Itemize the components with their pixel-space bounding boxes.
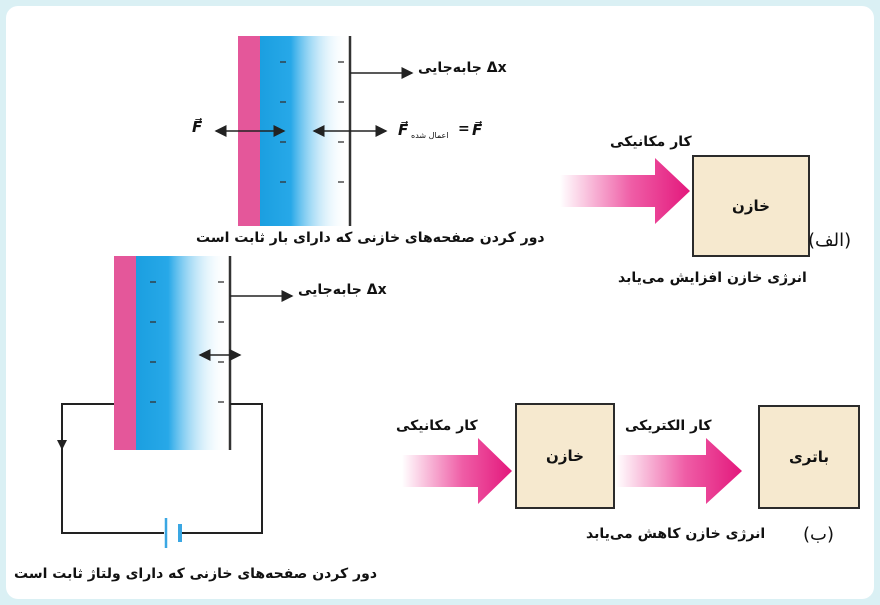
alef-panel-label: (الف) [808, 230, 852, 251]
top-force-label: F⃗ [192, 118, 203, 136]
bottom-capacitor [57, 256, 294, 548]
bottom-dielectric [136, 256, 228, 450]
top-force-result-symbol: F⃗ [472, 121, 483, 139]
be-electric-work-arrow [616, 438, 742, 504]
top-plate-charges [280, 61, 344, 183]
alef-mechanical-work-arrow [560, 158, 690, 224]
bottom-left-plate [114, 256, 136, 450]
top-capacitor [214, 36, 414, 226]
bottom-plate-charges [150, 281, 224, 403]
be-arrow2-label: کار الکتریکی [625, 418, 712, 434]
bottom-displacement-label: جابه‌جایی Δx [298, 282, 387, 298]
top-applied-force-equals: = [458, 121, 470, 137]
alef-capacitor-box: خازن [692, 155, 810, 257]
be-mechanical-work-arrow [402, 438, 512, 504]
top-applied-force-subscript: اعمال شده [411, 131, 449, 140]
current-arrow-icon [57, 440, 67, 450]
top-displacement-label: جابه‌جایی Δx [418, 60, 507, 76]
be-capacitor-box: خازن [515, 403, 615, 509]
circuit-wire [61, 403, 263, 534]
be-caption: انرژی خازن کاهش می‌یابد [586, 526, 766, 542]
alef-caption: انرژی خازن افزایش می‌یابد [618, 270, 807, 286]
be-arrow1-label: کار مکانیکی [396, 418, 478, 434]
top-caption: دور کردن صفحه‌های خازنی که دارای بار ثاب… [196, 230, 545, 246]
top-applied-force-symbol: F⃗ [398, 121, 409, 139]
bottom-caption: دور کردن صفحه‌های خازنی که دارای ولتاژ ث… [14, 566, 378, 582]
alef-arrow-label: کار مکانیکی [610, 134, 692, 150]
be-panel-label: (ب) [803, 524, 835, 545]
be-battery-box: باتری [758, 405, 860, 509]
